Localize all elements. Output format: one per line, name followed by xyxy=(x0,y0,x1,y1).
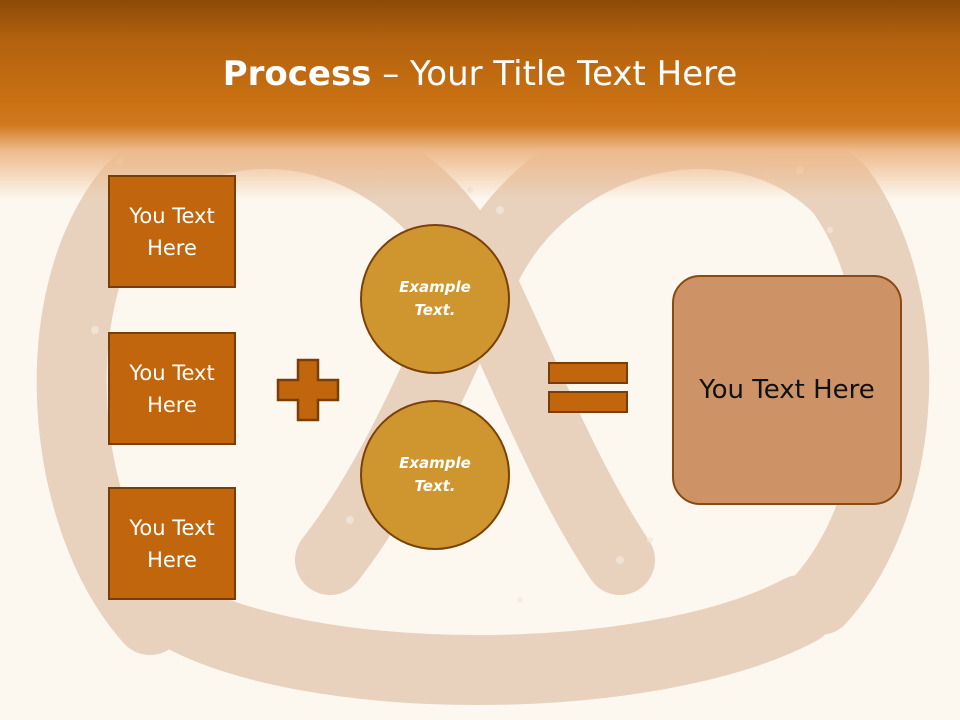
slide-title: Process – Your Title Text Here xyxy=(0,52,960,96)
text-box-1-label: You Text Here xyxy=(129,203,215,260)
title-rest: – Your Title Text Here xyxy=(371,54,738,94)
example-circle-2: Example Text. xyxy=(360,400,510,550)
equals-icon-bottom-bar xyxy=(548,391,628,413)
plus-icon xyxy=(276,358,340,422)
example-circle-1-label: Example Text. xyxy=(399,278,471,319)
result-box: You Text Here xyxy=(672,275,902,505)
example-circle-1: Example Text. xyxy=(360,224,510,374)
text-box-2: You Text Here xyxy=(108,332,236,445)
text-box-3-label: You Text Here xyxy=(129,515,215,572)
text-box-1: You Text Here xyxy=(108,175,236,288)
text-box-2-label: You Text Here xyxy=(129,360,215,417)
title-bold: Process xyxy=(222,54,372,94)
text-box-3: You Text Here xyxy=(108,487,236,600)
title-bar xyxy=(0,0,960,200)
result-box-label: You Text Here xyxy=(699,375,875,405)
example-circle-2-label: Example Text. xyxy=(399,454,471,495)
equals-icon-top-bar xyxy=(548,362,628,384)
